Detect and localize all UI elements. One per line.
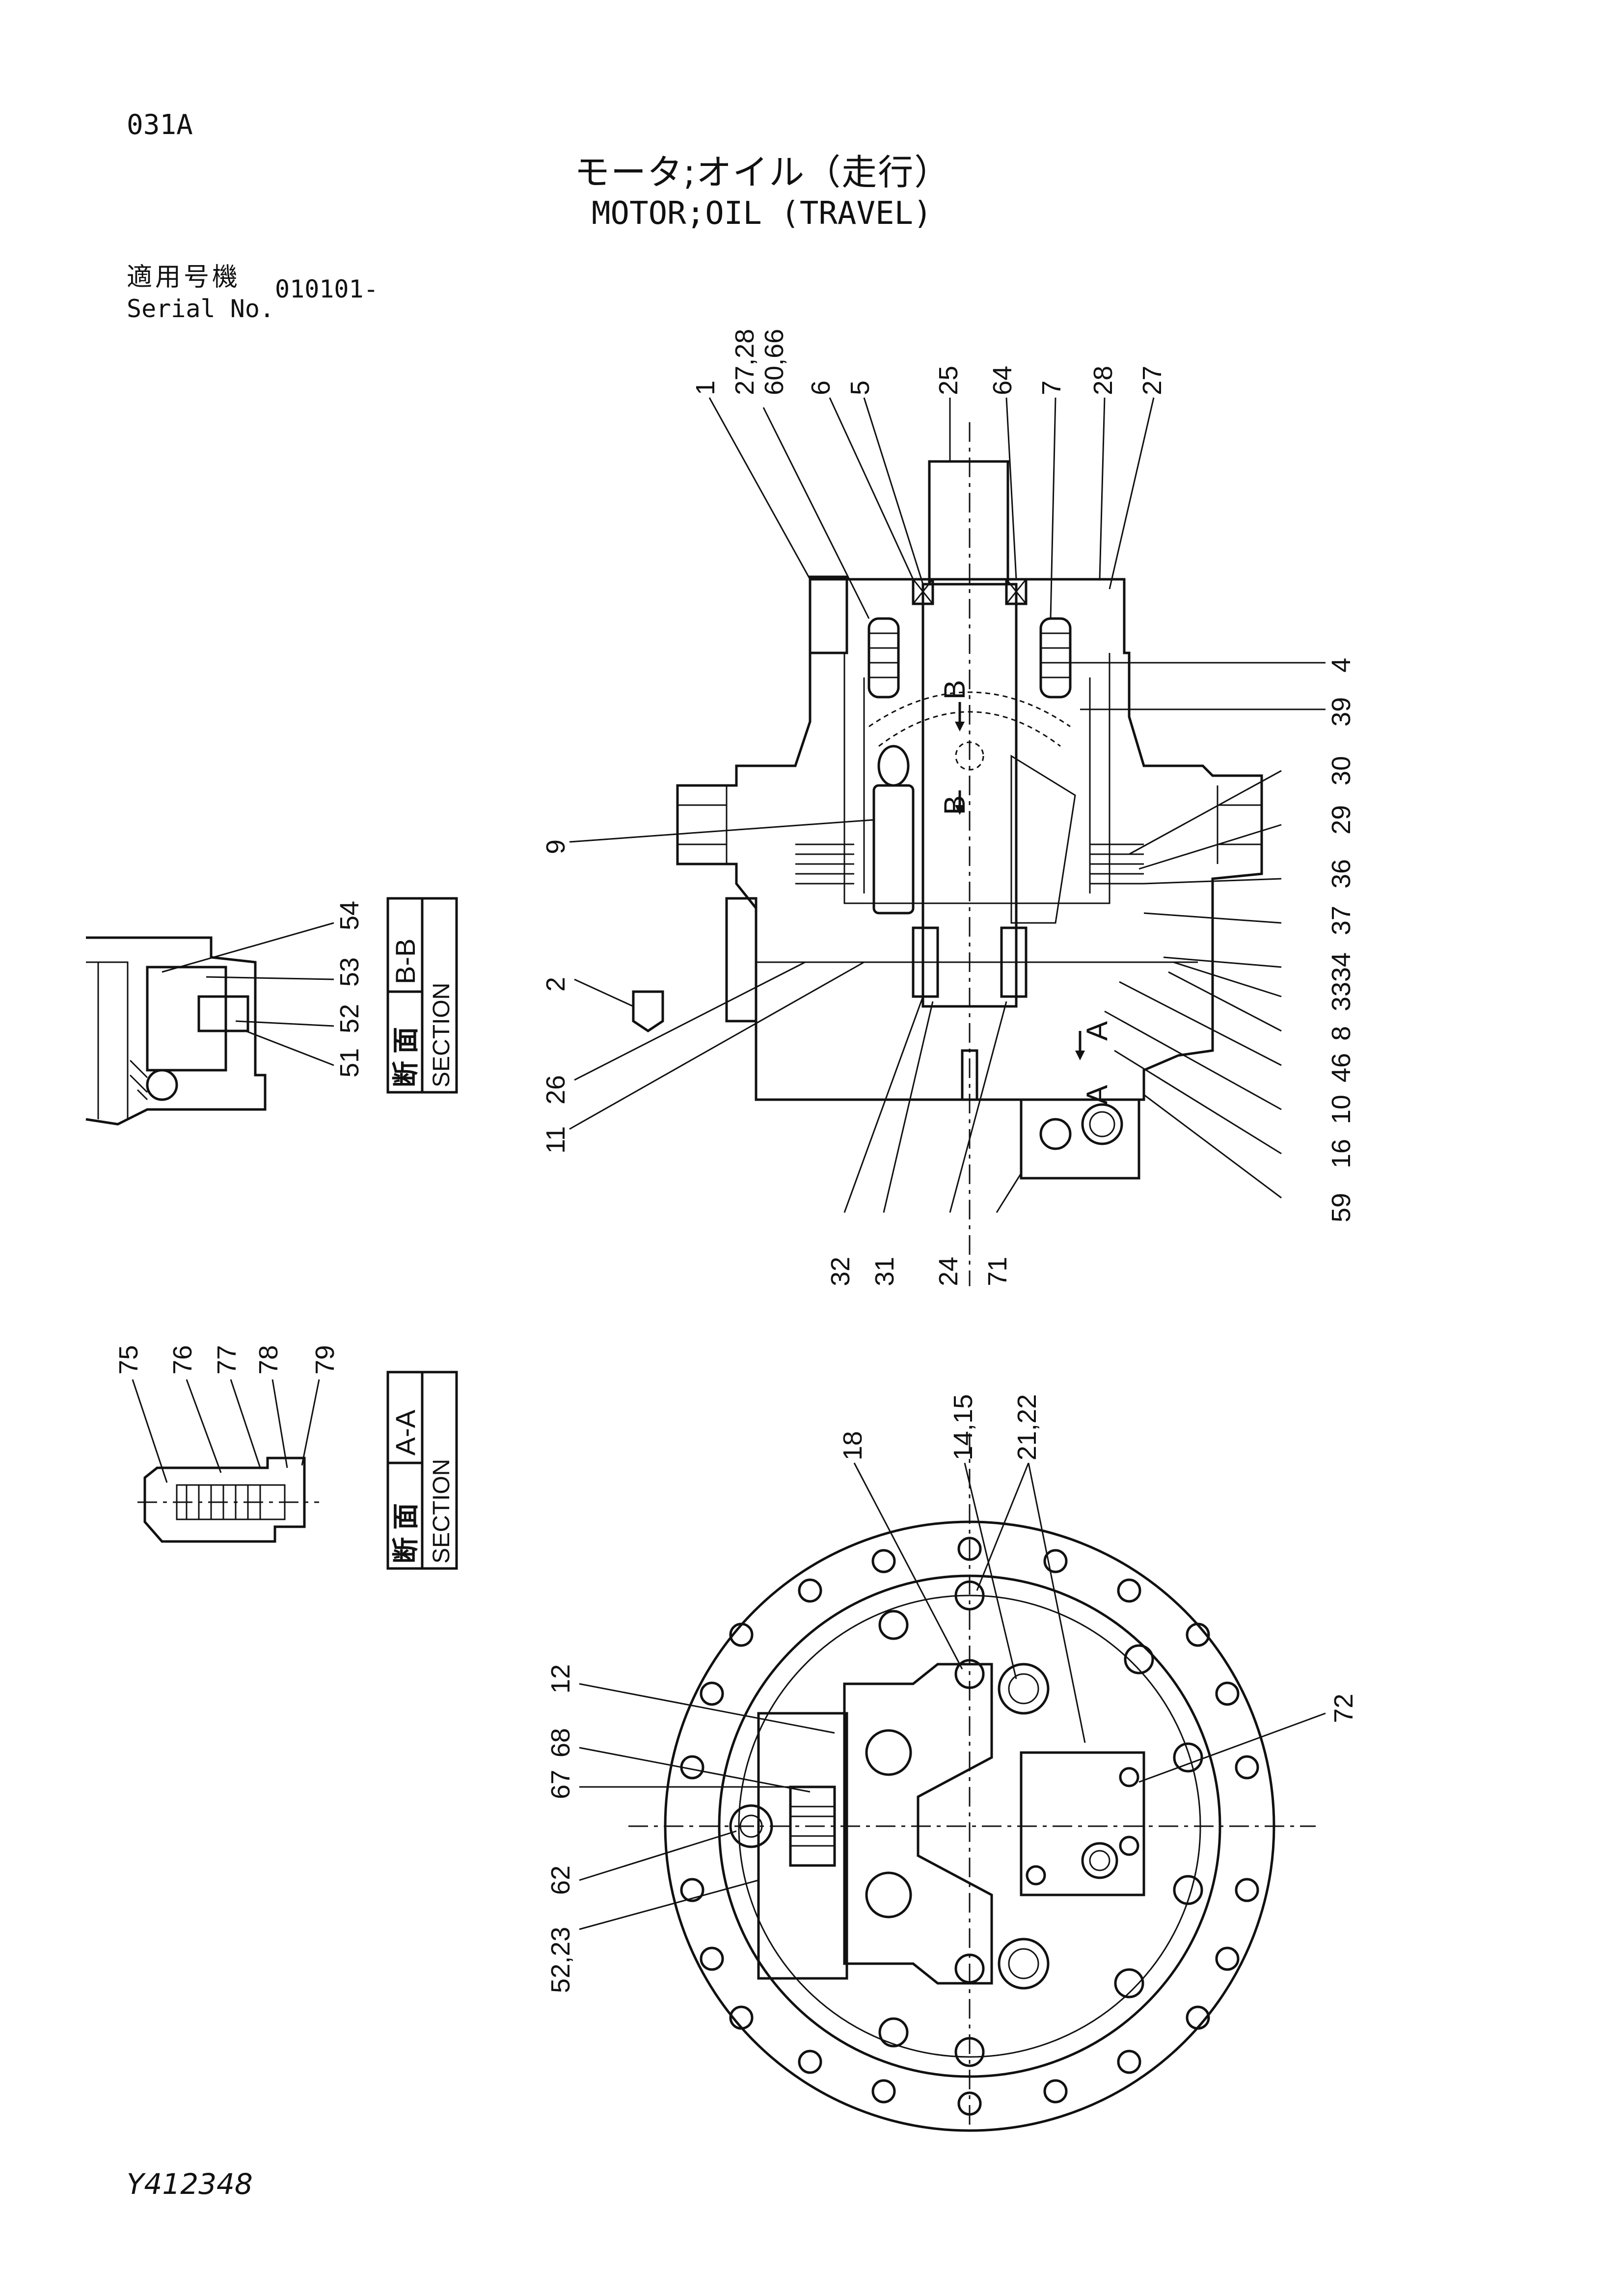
callout-27: 27 [1137,366,1167,395]
callout-26: 26 [541,1075,570,1105]
callout-24: 24 [934,1257,963,1286]
side-view-callouts: 1 27,28 60,66 6 5 25 64 7 28 27 4 39 30 … [541,329,1356,1286]
callout-30: 30 [1326,756,1356,785]
output-shaft-top [928,460,1009,586]
side-view-leaders [569,397,1326,1213]
section-bb-en: SECTION [429,983,455,1087]
plan-view: 18 14,15 21,22 12 68 67 62 52,23 72 [546,1394,1358,2132]
callout-14-15: 14,15 [948,1394,978,1460]
section-aa-view: 75 76 77 78 79 断 面 SECTION A-A [114,1345,458,1570]
title-japanese: モータ;オイル（走行） [574,152,951,193]
cylinder-block [872,784,915,915]
callout-4: 4 [1326,658,1356,673]
callout-77: 77 [212,1345,242,1375]
callout-75: 75 [114,1345,143,1375]
document-id: Y412348 [127,2167,253,2201]
callout-53: 53 [335,957,364,987]
callout-28: 28 [1088,366,1118,395]
callout-67: 67 [546,1770,575,1799]
callout-1: 1 [691,380,720,395]
callout-72: 72 [1329,1694,1358,1723]
callout-11: 11 [541,1126,570,1154]
relief-cartridge [789,1785,836,1867]
callout-29: 29 [1326,805,1356,835]
callout-6: 6 [806,380,836,395]
callout-71: 71 [983,1257,1012,1286]
side-section-view: B B A A [632,422,1263,1286]
plan-valve-block [1020,1751,1145,1896]
callout-10: 10 [1326,1095,1356,1124]
callout-16: 16 [1326,1139,1356,1168]
callout-32: 32 [826,1257,855,1286]
callout-51: 51 [335,1048,364,1078]
callout-25: 25 [934,366,963,395]
view-marker-b-lower: B [938,795,971,815]
section-bb-name: B-B [390,939,421,984]
serial-value: 010101- [275,275,379,303]
callout-37: 37 [1326,906,1356,935]
callout-36: 36 [1326,859,1356,889]
callout-79: 79 [310,1345,340,1375]
serial-label-japanese: 適用号機 [127,263,241,292]
callout-68: 68 [546,1728,575,1757]
callout-9: 9 [541,839,570,854]
title-english: MOTOR;OIL (TRAVEL) [592,195,932,232]
valve-block [1020,1098,1140,1180]
callout-60-66: 60,66 [759,329,789,395]
callout-54: 54 [335,901,364,930]
section-bb-jp: 断 面 [391,1027,421,1087]
flange-inner [718,1574,1221,2078]
section-aa-name: A-A [390,1409,421,1456]
callout-59: 59 [1326,1193,1356,1222]
callout-52-23: 52,23 [546,1927,575,1993]
callout-62: 62 [546,1865,575,1895]
bolt-left [725,897,758,1023]
plug-cap [632,990,664,1033]
page-code: 031A [127,109,193,141]
section-aa-en: SECTION [429,1459,455,1564]
callout-18: 18 [838,1431,867,1460]
callout-78: 78 [254,1345,283,1375]
callout-5: 5 [845,380,875,395]
callout-76: 76 [168,1345,197,1375]
callout-52: 52 [335,1004,364,1033]
flange-bolt-holes [680,1537,1259,2116]
view-marker-b-upper: B [938,680,971,700]
flange-outer [664,1520,1275,2132]
callout-39: 39 [1326,697,1356,727]
callout-12: 12 [546,1664,575,1694]
section-aa-jp: 断 面 [391,1503,421,1564]
callout-34: 34 [1326,952,1356,982]
callout-46: 46 [1326,1053,1356,1082]
piston-right [1039,617,1072,699]
callout-7: 7 [1037,380,1066,395]
callout-27-28: 27,28 [730,329,759,395]
callout-21-22: 21,22 [1012,1394,1042,1460]
view-marker-a-lower: A [1081,1085,1113,1105]
piston-left [867,617,900,699]
callout-31: 31 [870,1257,899,1286]
callout-2: 2 [541,977,570,992]
output-shaft [921,583,1018,1008]
callout-33: 33 [1326,982,1356,1011]
plug-62 [729,1804,773,1848]
view-marker-a-upper: A [1081,1021,1113,1041]
callout-8: 8 [1326,1026,1356,1041]
cover-plate [843,1663,993,1985]
callout-64: 64 [988,366,1017,395]
serial-label-english: Serial No. [127,295,275,323]
section-bb-view: 54 53 52 51 断 面 SECTION B-B [85,897,458,1126]
